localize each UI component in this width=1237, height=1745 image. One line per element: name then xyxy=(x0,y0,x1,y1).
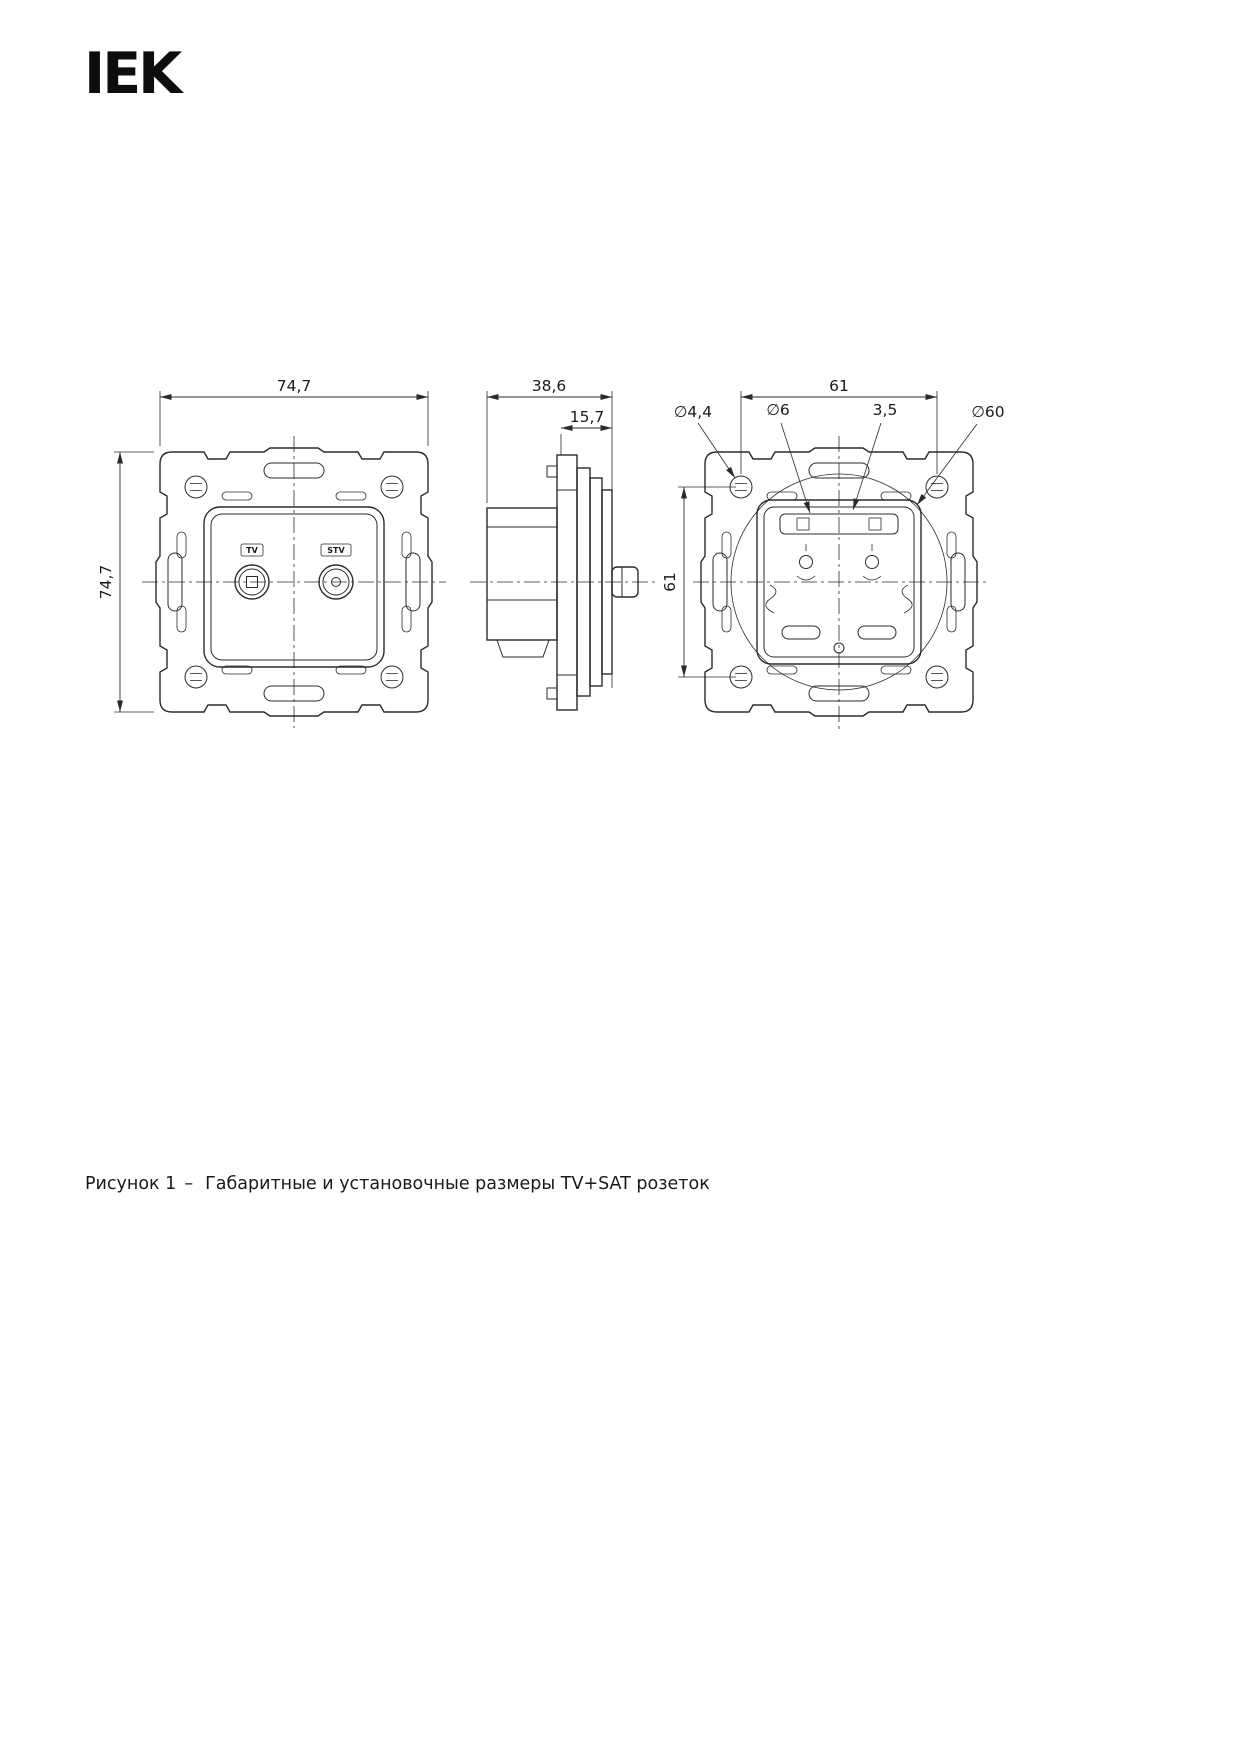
front-view: TV STV 74,7 xyxy=(97,377,446,728)
front-height-value: 74,7 xyxy=(97,565,115,600)
front-width-value: 74,7 xyxy=(277,377,312,395)
callout-installation-circle: ∅60 xyxy=(916,403,1005,506)
front-height-dimension: 74,7 xyxy=(97,451,154,713)
tv-connector-label: TV xyxy=(246,546,258,555)
back-view: 61 61 ∅4,4 ∅6 3,5 xyxy=(661,377,1005,730)
back-height-value: 61 xyxy=(661,572,679,592)
technical-drawing: TV STV 74,7 xyxy=(97,377,1005,730)
hole-small-value: ∅4,4 xyxy=(674,403,712,421)
callout-hole-medium: ∅6 xyxy=(766,401,811,514)
callout-hole-small: ∅4,4 xyxy=(674,403,736,479)
back-width-dimension: 61 xyxy=(740,377,938,474)
side-depth-value: 38,6 xyxy=(532,377,567,395)
stv-connector-label: STV xyxy=(327,546,345,555)
support-frame-edge xyxy=(556,454,578,711)
callout-slot-width: 3,5 xyxy=(852,401,898,511)
caption-text: Габаритные и установочные размеры TV+SAT… xyxy=(205,1174,710,1194)
iek-logo: IEK xyxy=(84,41,182,107)
side-protrusion-dimension: 15,7 xyxy=(560,408,612,455)
stv-connector: STV xyxy=(318,543,354,600)
side-protrusion-value: 15,7 xyxy=(570,408,605,426)
side-view: 38,6 15,7 xyxy=(470,377,658,711)
back-height-dimension: 61 xyxy=(661,486,736,678)
front-width-dimension: 74,7 xyxy=(159,377,429,446)
installation-circle-value: ∅60 xyxy=(971,403,1004,421)
side-depth-dimension: 38,6 xyxy=(486,377,613,688)
back-width-value: 61 xyxy=(829,377,849,395)
tv-connector: TV xyxy=(234,543,270,600)
caption-separator: – xyxy=(184,1174,194,1194)
figure-number: Рисунок 1 xyxy=(85,1174,177,1194)
figure-caption: Рисунок 1–Габаритные и установочные разм… xyxy=(85,1174,710,1194)
slot-width-value: 3,5 xyxy=(873,401,898,419)
mechanism-housing xyxy=(486,507,558,641)
hole-medium-value: ∅6 xyxy=(766,401,789,419)
